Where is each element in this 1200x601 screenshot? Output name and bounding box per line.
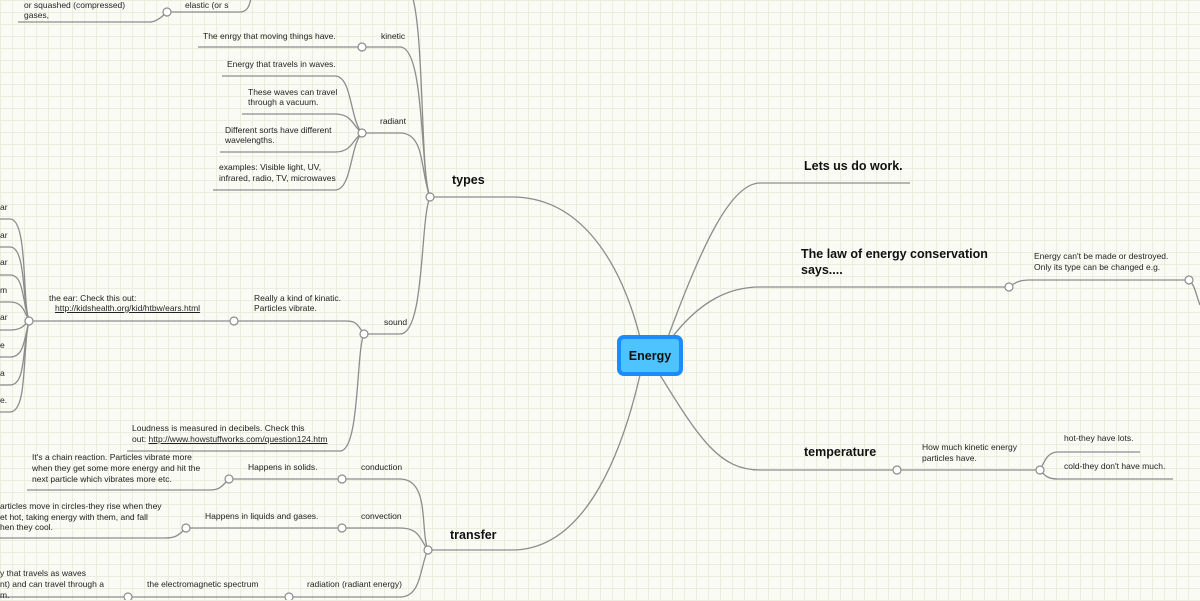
radiant-detail[interactable]: Different sorts have different xyxy=(225,125,332,135)
temperature-detail[interactable]: How much kinetic energy xyxy=(922,442,1017,452)
conduction-explain[interactable]: It's a chain reaction. Particles vibrate… xyxy=(32,452,192,462)
topic-temperature[interactable]: temperature xyxy=(804,445,877,459)
convection-explain[interactable]: hen they cool. xyxy=(0,522,53,532)
partial-node-text[interactable]: or squashed (compressed) xyxy=(24,0,126,10)
radiant-detail[interactable]: through a vacuum. xyxy=(248,97,319,107)
partial-node-elastic[interactable]: elastic (or s xyxy=(185,0,229,10)
radiant-detail[interactable]: wavelengths. xyxy=(225,135,275,145)
topic-convection[interactable]: convection xyxy=(361,511,402,521)
ear-child-partial[interactable]: e. xyxy=(0,395,8,405)
central-topic-label: Energy xyxy=(628,348,672,363)
ear-child-partial[interactable]: e xyxy=(0,340,5,350)
topic-work[interactable]: Lets us do work. xyxy=(804,159,903,173)
ear-label[interactable]: the ear: Check this out: xyxy=(49,293,137,303)
radiation-detail[interactable]: the electromagnetic spectrum xyxy=(147,579,259,589)
conduction-explain[interactable]: when they get some more energy and hit t… xyxy=(32,463,201,473)
loudness-prefix: out: xyxy=(132,434,149,444)
law-detail[interactable]: Energy can't be made or destroyed. xyxy=(1034,251,1169,261)
temperature-cold[interactable]: cold-they don't have much. xyxy=(1064,461,1166,471)
partial-node-text[interactable]: gases, xyxy=(24,10,50,20)
ear-child-partial[interactable]: ar xyxy=(0,230,8,240)
kinetic-detail[interactable]: The enrgy that moving things have. xyxy=(203,31,336,41)
ear-child-partial[interactable]: a xyxy=(0,368,5,378)
sound-detail[interactable]: Really a kind of kinatic. xyxy=(254,293,341,303)
radiant-detail[interactable]: infrared, radio, TV, microwaves xyxy=(219,173,336,183)
topic-conduction[interactable]: conduction xyxy=(361,462,403,472)
radiation-explain[interactable]: y that travels as waves xyxy=(0,568,86,578)
conduction-explain[interactable]: next particle which vibrates more etc. xyxy=(32,474,172,484)
law-detail[interactable]: Only its type can be changed e.g. xyxy=(1034,262,1161,272)
topic-radiant[interactable]: radiant xyxy=(380,116,406,126)
radiation-explain[interactable]: m. xyxy=(0,590,10,600)
topic-radiation[interactable]: radiation (radiant energy) xyxy=(307,579,402,589)
radiation-explain[interactable]: nt) and can travel through a xyxy=(0,579,104,589)
convection-explain[interactable]: articles move in circles-they rise when … xyxy=(0,501,162,511)
loudness-link[interactable]: http://www.howstuffworks.com/question124… xyxy=(148,434,328,444)
ear-child-partial[interactable]: ar xyxy=(0,312,8,322)
loudness-detail[interactable]: Loudness is measured in decibels. Check … xyxy=(132,423,305,433)
convection-detail[interactable]: Happens in liquids and gases. xyxy=(205,511,319,521)
ear-child-partial[interactable]: m xyxy=(0,285,8,295)
topic-transfer[interactable]: transfer xyxy=(450,528,497,542)
ear-link[interactable]: http://kidshealth.org/kid/htbw/ears.html xyxy=(55,303,201,313)
conduction-detail[interactable]: Happens in solids. xyxy=(248,462,318,472)
radiant-detail[interactable]: Energy that travels in waves. xyxy=(227,59,336,69)
ear-child-partial[interactable]: ar xyxy=(0,257,8,267)
sound-detail[interactable]: Particles vibrate. xyxy=(254,303,317,313)
temperature-hot[interactable]: hot-they have lots. xyxy=(1064,433,1134,443)
radiant-detail[interactable]: examples: Visible light, UV, xyxy=(219,162,322,172)
loudness-line2: out: http://www.howstuffworks.com/questi… xyxy=(132,434,327,445)
central-topic[interactable]: Energy xyxy=(617,335,683,376)
convection-explain[interactable]: et hot, taking energy with them, and fal… xyxy=(0,512,148,522)
topic-types[interactable]: types xyxy=(452,173,485,187)
topic-law-line2[interactable]: says.... xyxy=(801,263,843,277)
radiant-detail[interactable]: These waves can travel xyxy=(248,87,338,97)
node-handles[interactable] xyxy=(24,7,1194,600)
temperature-detail[interactable]: particles have. xyxy=(922,453,977,463)
topic-law[interactable]: The law of energy conservation xyxy=(801,247,988,261)
ear-child-partial[interactable]: ar xyxy=(0,202,8,212)
topic-sound[interactable]: sound xyxy=(384,317,408,327)
topic-kinetic[interactable]: kinetic xyxy=(381,31,406,41)
